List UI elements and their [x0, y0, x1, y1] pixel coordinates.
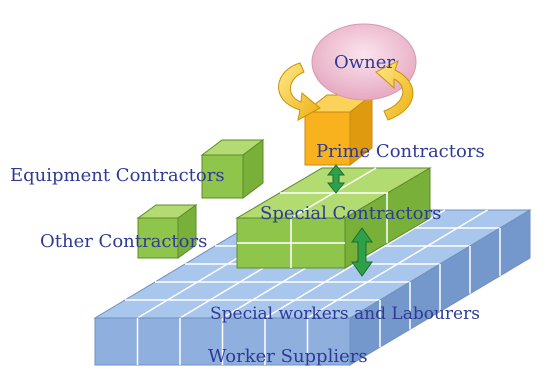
equipment-contractors-label: Equipment Contractors	[10, 165, 225, 186]
special-contractors-label: Special Contractors	[260, 203, 441, 224]
other-contractors-cube	[136, 204, 198, 259]
prime-contractors-cube	[303, 93, 374, 167]
other-contractors-label: Other Contractors	[40, 231, 207, 252]
cycle-arrow-left-icon	[278, 62, 321, 121]
owner-label: Owner	[334, 52, 395, 73]
prime-contractors-label: Prime Contractors	[316, 141, 485, 162]
cycle-arrow-right-icon	[375, 60, 414, 121]
special-workers-label: Special workers and Labourers	[210, 304, 480, 324]
double-arrow-icon	[351, 227, 373, 277]
worker-suppliers-label: Worker Suppliers	[208, 346, 368, 367]
equipment-contractors-cube	[200, 139, 265, 199]
double-arrow-icon	[326, 164, 346, 194]
